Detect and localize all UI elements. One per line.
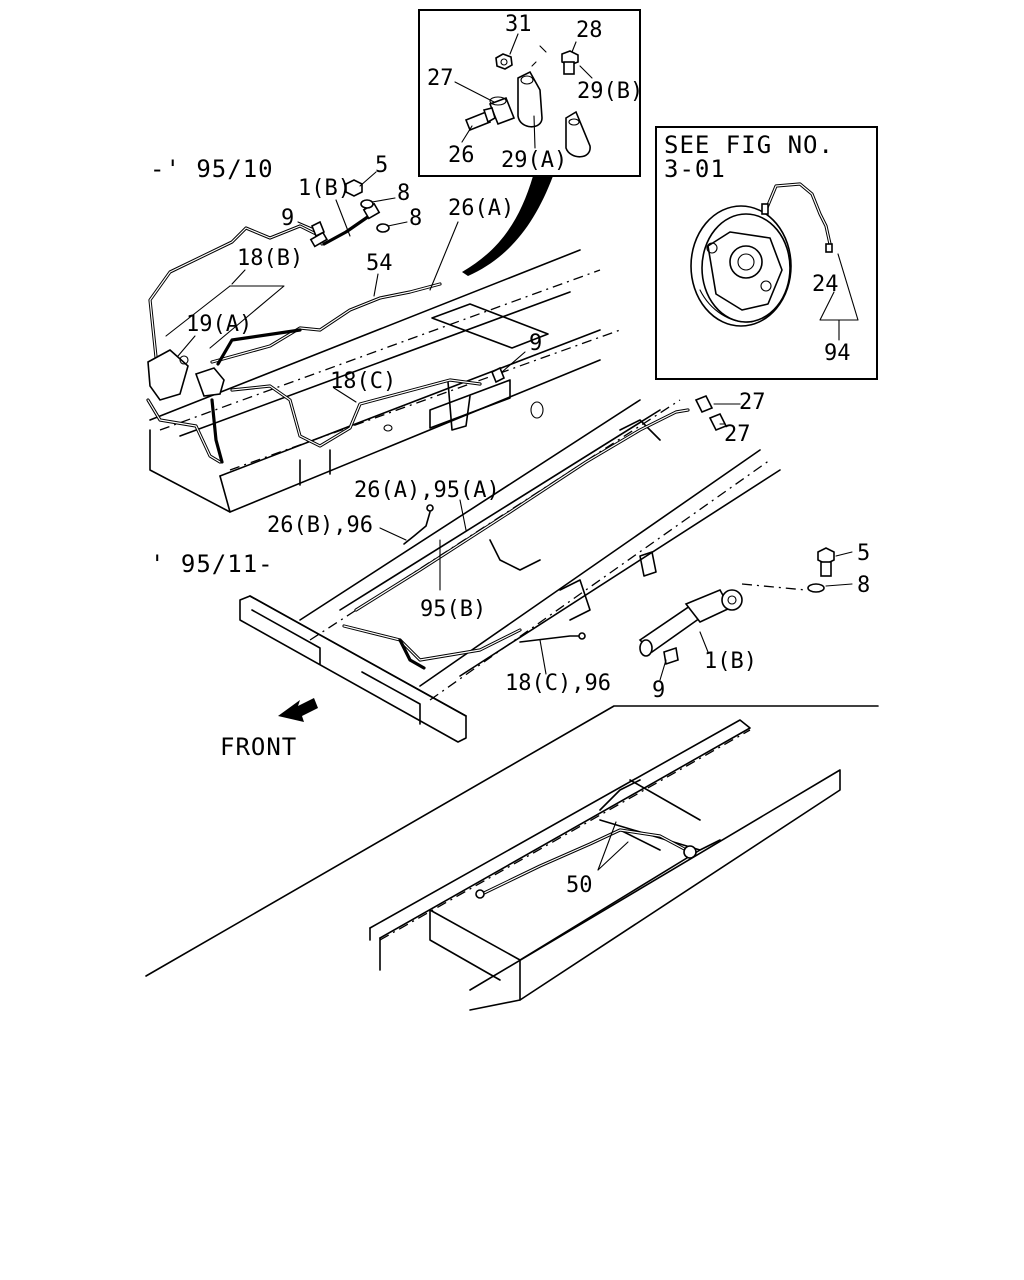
detail-callout-curve [462,176,553,276]
label-9-top: 9 [281,206,294,231]
clip-part-29b [565,110,591,158]
label-18b: 18(B) [237,246,303,271]
bolt-5-right [817,547,835,577]
label-26-detail: 26 [448,143,475,168]
label-1b-top: 1(B) [298,176,351,201]
flex-hose-1b-top [309,202,381,248]
clip-detail-box: 31 28 27 29(B) 26 29(A) [418,9,643,177]
label-24: 24 [812,272,839,297]
clip-27a [694,394,714,414]
bolt-part-28 [561,50,579,75]
label-8-top2: 8 [409,206,422,231]
see-fig-line2: 3-01 [664,155,726,183]
label-9-mid: 9 [529,331,542,356]
clip-part-29a [517,70,543,128]
section-divider [145,705,879,977]
label-27-a: 27 [739,390,766,415]
label-31: 31 [505,12,532,37]
lower-frame-assembly: FRONT 27 27 26(A),95(A) 26(B),96 95(B) 1… [220,390,781,761]
label-8-right: 8 [857,573,870,598]
label-26b96: 26(B),96 [267,513,373,538]
label-27-b: 27 [724,422,751,447]
label-18c96: 18(C),96 [505,671,611,696]
washer-8-top1 [360,199,374,209]
clip-9-mid [490,366,506,384]
label-18c: 18(C) [330,369,396,394]
label-27-detail: 27 [427,66,454,91]
brake-pipe-24 [761,182,833,253]
flex-hose-1b-right [638,588,743,657]
see-fig-line1: SEE FIG NO. [664,131,834,159]
junction-block-19a [147,349,225,401]
label-26a-top: 26(A) [448,196,514,221]
label-28: 28 [576,18,603,43]
label-95b: 95(B) [420,597,486,622]
label-54: 54 [366,251,393,276]
clip-9-right [663,646,679,666]
clip-27b [708,412,728,432]
period-after-label: ' 95/11- [150,550,274,578]
bottom-frame-assembly: 50 [369,719,841,1011]
label-5-top: 5 [375,153,388,178]
clip-9-top [310,220,326,238]
label-5-right: 5 [857,541,870,566]
upper-frame-assembly: 5 1(B) 8 8 9 26(A) 18(B) 54 19(A) 9 18(C… [146,153,621,513]
front-label: FRONT [220,733,297,761]
front-arrow-icon [278,698,318,722]
washer-8-top2 [376,223,390,233]
washer-8-right [807,583,825,593]
label-8-top1: 8 [397,181,410,206]
collar-part-27 [488,96,516,126]
hose-detail-assembly: 5 8 1(B) 9 [638,541,870,703]
period-before-label: -' 95/10 [150,155,274,183]
label-26a95a: 26(A),95(A) [354,478,500,503]
nut-part-31 [495,53,513,70]
brake-backing-plate [690,205,792,327]
label-1b-right: 1(B) [704,649,757,674]
see-fig-box: SEE FIG NO. 3-01 24 94 [655,126,878,380]
label-19a: 19(A) [186,312,252,337]
bolt-5-top [345,179,363,197]
label-50: 50 [566,873,593,898]
label-94: 94 [824,341,851,366]
label-29a: 29(A) [501,148,567,173]
label-29b: 29(B) [577,79,643,104]
label-9-right: 9 [652,678,665,703]
